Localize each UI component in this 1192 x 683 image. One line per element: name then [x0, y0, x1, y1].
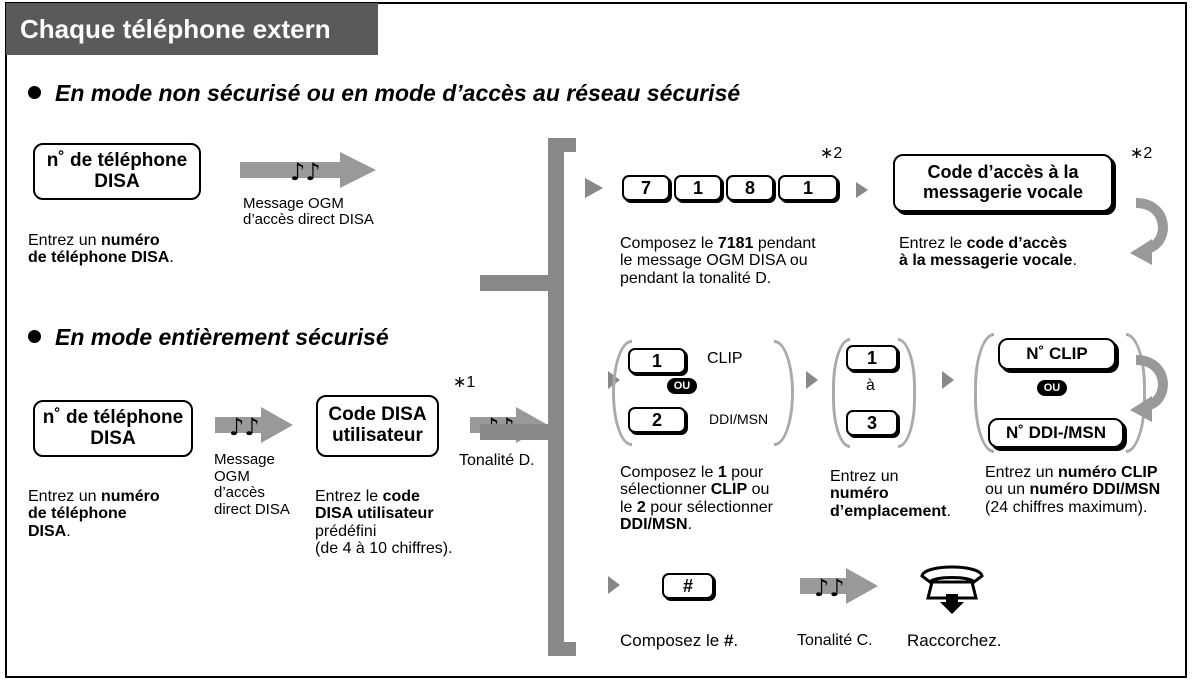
key-7: 7 — [622, 175, 670, 201]
step-arrow-icon — [856, 182, 868, 198]
section-heading-nonsecure: En mode non sécurisé ou en mode d’accès … — [28, 80, 740, 107]
key-hash: # — [662, 573, 714, 599]
footnote-2: ∗2 — [820, 145, 843, 162]
continue-curved-arrow-icon — [1130, 355, 1168, 422]
bullet-icon — [28, 86, 41, 100]
dial-hash-instruction: Composez le #. — [620, 631, 739, 650]
confirmation-tone-arrow-icon: ♪♪ — [800, 568, 878, 604]
step-arrow-icon — [585, 178, 603, 198]
or-badge: OU — [1037, 380, 1067, 396]
clip-ddi-number-instruction: Entrez un numéro CLIP ou un numéro DDI/M… — [985, 464, 1161, 516]
section-heading-fullsecure: En mode entièrement sécurisé — [28, 324, 389, 351]
key-location-end: 3 — [846, 410, 898, 436]
key-1: 1 — [674, 175, 722, 201]
step-arrow-icon — [942, 371, 954, 389]
ogm-message-arrow-icon: ♪♪ — [240, 152, 376, 188]
diagram-frame — [5, 2, 1187, 678]
svg-text:♪♪: ♪♪ — [229, 412, 260, 441]
confirmation-tone-label: Tonalité C. — [797, 632, 873, 649]
key-2-ddi: 2 — [628, 407, 686, 433]
key-1b: 1 — [778, 175, 838, 201]
continue-curved-arrow-icon — [1130, 198, 1168, 265]
hang-up-handset-icon — [920, 565, 984, 614]
ddi-msn-label: DDI/MSN — [709, 411, 769, 427]
key-location-start: 1 — [846, 345, 898, 371]
dial-tone-label: Tonalité D. — [459, 452, 535, 469]
ogm-message-arrow-icon: ♪♪ — [215, 407, 293, 443]
clip-number-box: N˚ CLIP — [998, 338, 1116, 370]
hang-up-label: Raccorchez. — [907, 631, 1002, 650]
svg-text:♪♪: ♪♪ — [814, 573, 845, 602]
footnote-2b: ∗2 — [1130, 145, 1153, 162]
ddi-msn-number-box: N˚ DDI-/MSN — [988, 418, 1124, 448]
flow-bracket — [480, 138, 576, 656]
key-1-clip: 1 — [628, 348, 686, 374]
select-clip-ddi-instruction: Composez le 1 pour sélectionner CLIP ou … — [620, 464, 773, 533]
key-8: 8 — [726, 175, 774, 201]
or-badge: OU — [667, 378, 697, 394]
page-title: Chaque téléphone extern — [6, 3, 378, 55]
clip-label: CLIP — [707, 350, 743, 367]
footnote-1: ∗1 — [453, 374, 476, 391]
step-arrow-icon — [806, 371, 818, 389]
svg-text:♪♪: ♪♪ — [290, 157, 321, 186]
step-arrow-icon — [608, 576, 620, 594]
bullet-icon — [28, 330, 41, 344]
to-label: à — [866, 377, 875, 394]
